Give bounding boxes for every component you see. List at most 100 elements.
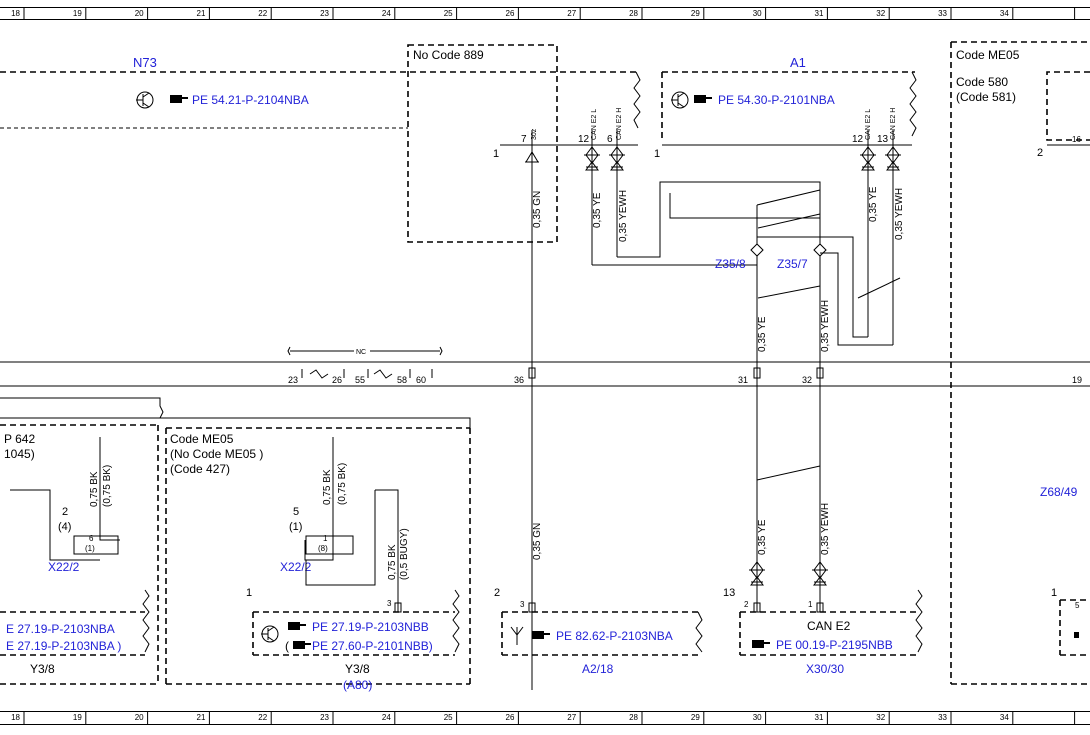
connector-pin-36: 36 — [514, 375, 524, 385]
left-component-y3-8: Y3/8 — [30, 662, 55, 676]
ruler-column-label: 18 — [11, 713, 20, 722]
x30-30-pin-1: 1 — [808, 600, 813, 609]
svg-text:CAN E2 H: CAN E2 H — [890, 108, 897, 140]
ruler-column-label: 34 — [1000, 713, 1009, 722]
ruler-column-label: 23 — [320, 9, 329, 18]
x30-30-title: CAN E2 — [807, 619, 851, 633]
svg-text:7: 7 — [521, 134, 527, 145]
center-ref-1[interactable]: PE 27.19-P-2103NBB — [312, 620, 429, 634]
n73-can-h-wire — [609, 130, 821, 258]
code-me05-region — [950, 41, 1090, 685]
n73-reference-link[interactable]: PE 54.21-P-2104NBA — [192, 93, 309, 107]
ruler-column-label: 27 — [567, 9, 576, 18]
reference-hand-icon — [694, 95, 712, 103]
ruler-column-label: 19 — [73, 713, 82, 722]
connector-bar — [0, 361, 1090, 387]
x30-30-box — [739, 589, 923, 656]
center-x22-label: X22/2 — [280, 560, 312, 574]
connector-pin-31: 31 — [738, 375, 748, 385]
transistor-icon — [261, 625, 279, 643]
ruler-column-label: 28 — [629, 713, 638, 722]
left-pin-4: (4) — [58, 521, 71, 533]
a2-18-ref[interactable]: PE 82.62-P-2103NBA — [556, 629, 673, 643]
a1-pin-can-l: 12 CAN E2 L — [852, 109, 872, 145]
transistor-icon — [136, 91, 154, 109]
svg-text:12: 12 — [852, 134, 864, 145]
a1-reference-link[interactable]: PE 54.30-P-2101NBA — [718, 93, 835, 107]
center-corner-pin-1: 1 — [246, 587, 252, 599]
left-x22-pin-1: (1) — [85, 544, 95, 553]
ruler-column-label: 34 — [1000, 9, 1009, 18]
splice-z35-8 — [750, 243, 764, 257]
reference-hand-icon — [752, 640, 770, 648]
x30-30-can-l-symbol — [749, 561, 765, 586]
ruler-column-label: 33 — [938, 713, 947, 722]
a1-pin-1-label: 1 — [654, 148, 660, 160]
splice-z35-7-label: Z35/7 — [777, 257, 808, 271]
n73-pin-1-label: 1 — [493, 148, 499, 160]
code-me05-label: Code ME05 — [956, 48, 1020, 62]
left-ref-2[interactable]: E 27.19-P-2103NBA ) — [6, 639, 121, 653]
center-code-line3: (Code 427) — [170, 462, 230, 476]
center-pin-5: 5 — [293, 506, 299, 518]
center-wire-bugy — [305, 489, 399, 612]
a2-18-connector-pin-3: 3 — [520, 600, 525, 609]
ruler-column-label: 30 — [753, 713, 762, 722]
code-581-label: (Code 581) — [956, 90, 1016, 104]
reference-hand-icon — [288, 622, 306, 630]
left-wire-label-1: 0,75 BK — [89, 471, 100, 507]
x30-30-ref[interactable]: PE 00.19-P-2195NBB — [776, 638, 893, 652]
ruler-column-label: 21 — [197, 9, 206, 18]
ruler-column-label: 19 — [73, 9, 82, 18]
x30-30-can-h-symbol — [812, 561, 828, 586]
a2-18-corner-pin-2: 2 — [494, 587, 500, 599]
connector-pin-23: 23 — [288, 375, 298, 385]
connector-pin-58: 58 — [397, 375, 407, 385]
transistor-icon — [671, 91, 689, 109]
center-wire-label-3: 0,75 BK — [387, 544, 398, 580]
ruler-column-label: 20 — [135, 713, 144, 722]
right-module-pin-2: 2 — [1037, 147, 1043, 159]
a1-label: A1 — [790, 55, 806, 70]
center-x22-connector — [305, 535, 354, 555]
center-code-line1: Code ME05 — [170, 432, 234, 446]
splice-z35-8-label: Z35/8 — [715, 257, 746, 271]
ruler-column-label: 28 — [629, 9, 638, 18]
ruler-column-label: 32 — [876, 713, 885, 722]
n73-30z-wire — [525, 130, 539, 690]
wire-label-0-35-gn: 0,35 GN — [532, 523, 543, 560]
center-wire-label-4: (0,5 BUGY) — [399, 528, 410, 580]
splice-z35-7 — [813, 243, 827, 257]
z68-49-corner-pin-1: 1 — [1051, 587, 1057, 599]
center-pin-1: (1) — [289, 521, 302, 533]
left-code-line1: P 642 — [4, 432, 35, 446]
ruler-column-label: 31 — [815, 713, 824, 722]
ruler-column-label: 32 — [876, 9, 885, 18]
left-pin-2: 2 — [62, 506, 68, 518]
lower-left-bus — [0, 397, 164, 685]
ruler-column-label: 24 — [382, 713, 391, 722]
ruler-column-label: 22 — [258, 9, 267, 18]
wire-label-0-35-ye-lower: 0,35 YE — [757, 519, 768, 555]
center-wire-bk — [304, 437, 334, 561]
center-ref-2[interactable]: PE 27.60-P-2101NBB) — [312, 639, 433, 653]
a1-pin-can-h: 13 CAN E2 H — [877, 108, 897, 145]
ruler-column-label: 25 — [444, 713, 453, 722]
left-x22-label: X22/2 — [48, 560, 80, 574]
center-wire-label-2: (0,75 BK) — [337, 463, 348, 505]
left-wire-ground — [10, 437, 120, 561]
svg-text:30z: 30z — [531, 128, 538, 140]
n73-pin-can-h: 6 CAN E2 H — [607, 108, 623, 145]
wire-label-0-35-ye: 0,35 YE — [868, 186, 879, 222]
reference-hand-icon — [170, 95, 188, 103]
a1-module-outline — [661, 71, 917, 146]
left-ref-1[interactable]: E 27.19-P-2103NBA — [6, 622, 115, 636]
ruler-column-label: 31 — [815, 9, 824, 18]
n73-break-mark — [633, 71, 641, 129]
right-module-pin-16: 16 — [1072, 135, 1081, 144]
a1-can-h-wire — [820, 130, 901, 346]
wire-label-0-35-ye: 0,35 YE — [592, 192, 603, 228]
no-code-889-label: No Code 889 — [413, 48, 484, 62]
ruler-column-label: 23 — [320, 713, 329, 722]
